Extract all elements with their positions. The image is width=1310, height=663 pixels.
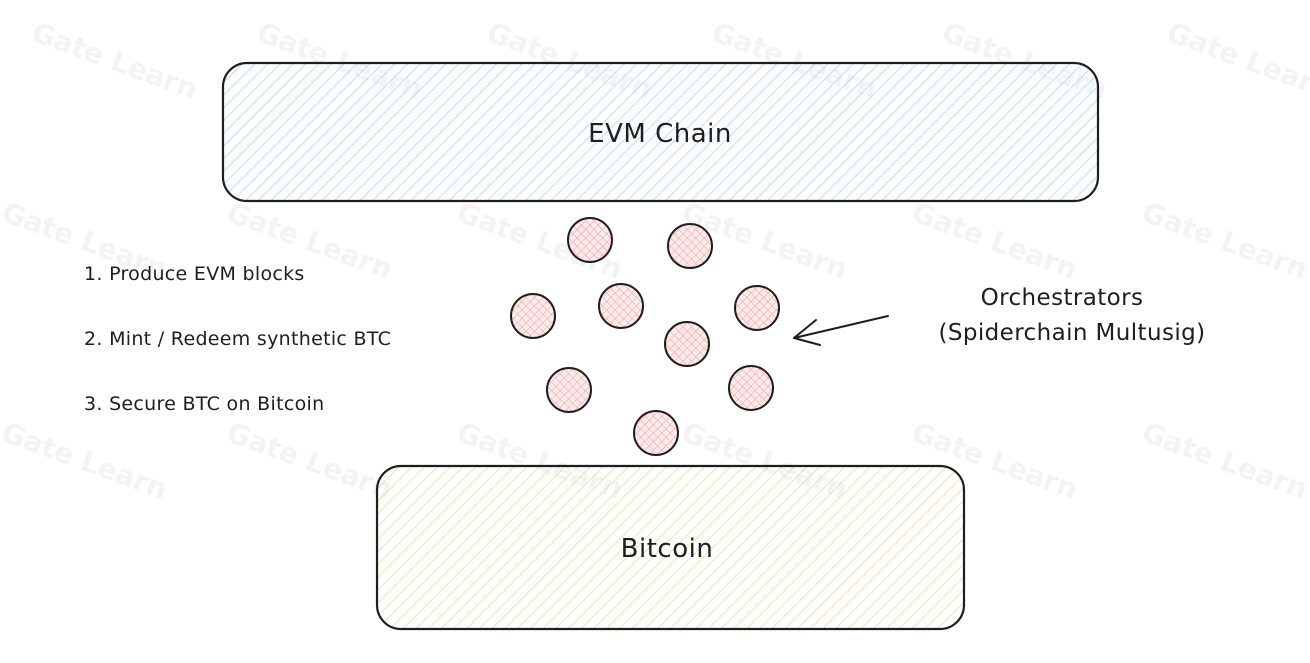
steps-list: 1. Produce EVM blocks 2. Mint / Redeem s… <box>84 263 391 415</box>
watermark: Gate Learn <box>0 416 172 506</box>
watermark: Gate Learn <box>1138 416 1310 506</box>
orchestrator-node <box>734 285 780 331</box>
orchestrators-callout: Orchestrators (Spiderchain Multusig) <box>793 285 1205 346</box>
orchestrator-node <box>664 321 710 367</box>
step-3: 3. Secure BTC on Bitcoin <box>84 393 324 415</box>
orchestrator-node <box>728 365 774 411</box>
watermark: Gate Learn <box>1163 16 1310 106</box>
orchestrator-node <box>667 223 713 269</box>
orchestrators-subtitle: (Spiderchain Multusig) <box>938 320 1205 346</box>
orchestrator-nodes <box>510 217 780 456</box>
step-1: 1. Produce EVM blocks <box>84 263 305 285</box>
watermark: Gate Learn <box>28 16 202 106</box>
evm-chain-box: EVM Chain <box>221 61 1100 203</box>
watermark: Gate Learn <box>908 196 1082 286</box>
bitcoin-label: Bitcoin <box>621 534 714 564</box>
orchestrator-node <box>633 410 679 456</box>
orchestrator-node <box>598 283 644 329</box>
orchestrator-node <box>510 293 556 339</box>
orchestrator-node <box>546 367 592 413</box>
evm-chain-label: EVM Chain <box>588 119 732 149</box>
watermark: Gate Learn <box>223 416 397 506</box>
step-2: 2. Mint / Redeem synthetic BTC <box>84 328 391 350</box>
bitcoin-box: Bitcoin <box>375 464 966 631</box>
orchestrator-node <box>567 217 613 263</box>
orchestrators-title: Orchestrators <box>981 285 1144 311</box>
watermark: Gate Learn <box>1138 196 1310 286</box>
arrow-icon <box>793 315 889 346</box>
